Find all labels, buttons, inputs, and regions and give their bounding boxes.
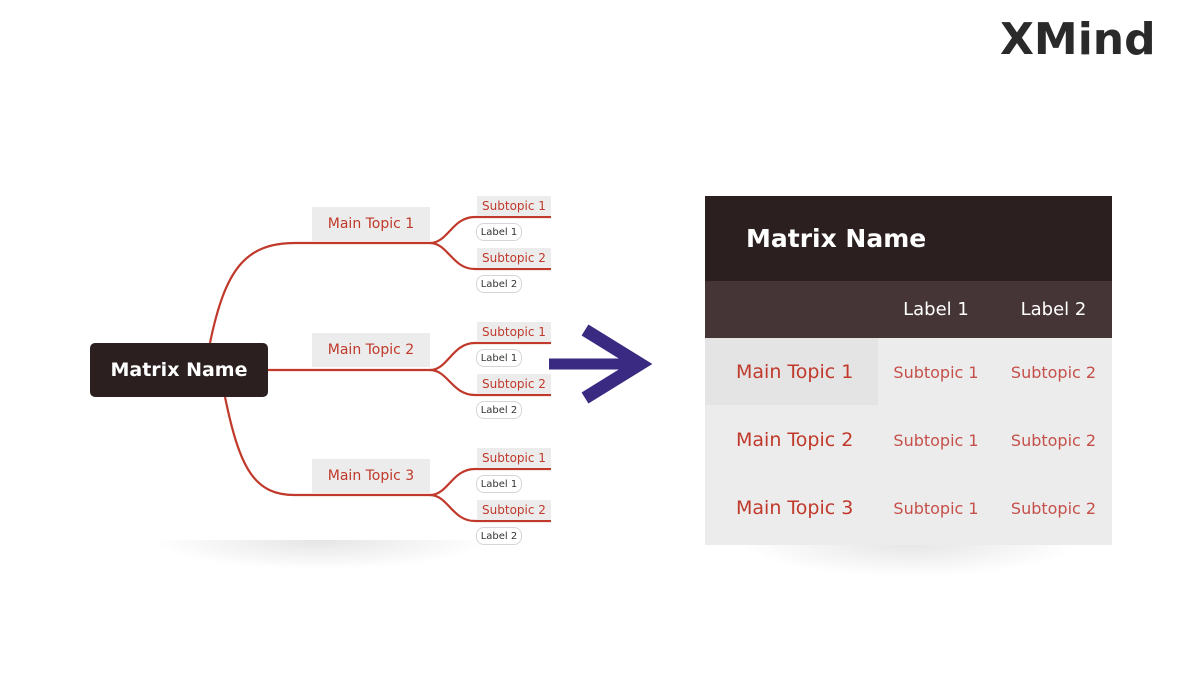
subtopic-1-1[interactable]: Subtopic 1 (477, 196, 551, 216)
branch-line-sub-2-2 (429, 368, 551, 397)
matrix-title[interactable]: Matrix Name (705, 196, 1112, 281)
matrix-cell-2-1[interactable]: Subtopic 1 (893, 430, 979, 450)
label-chip-1-2: Label 2 (476, 275, 522, 293)
main-topic-1[interactable]: Main Topic 1 (312, 207, 430, 241)
matrix-row-topic-3[interactable]: Main Topic 3 (736, 497, 854, 519)
subtopic-3-1[interactable]: Subtopic 1 (477, 448, 551, 468)
label-chip-3-1: Label 1 (476, 475, 522, 493)
mindmap-shadow (150, 540, 490, 570)
matrix-cell-1-1[interactable]: Subtopic 1 (893, 362, 979, 382)
branch-line-sub-2-1 (429, 341, 551, 372)
branch-line-topic-1 (208, 241, 312, 344)
xmind-logo: XMind (1000, 14, 1156, 65)
matrix-cell-2-2[interactable]: Subtopic 2 (1010, 430, 1097, 450)
matrix-header-row: Label 1 Label 2 (705, 281, 1112, 338)
matrix-row-topic-2[interactable]: Main Topic 2 (736, 429, 854, 451)
branch-line-sub-3-2 (429, 493, 551, 523)
label-chip-1-1: Label 1 (476, 223, 522, 241)
label-chip-3-2: Label 2 (476, 527, 522, 545)
main-topic-2[interactable]: Main Topic 2 (312, 333, 430, 367)
subtopic-2-1[interactable]: Subtopic 1 (477, 322, 551, 342)
matrix-row-topic-1[interactable]: Main Topic 1 (736, 361, 854, 383)
matrix-column-label-1[interactable]: Label 1 (903, 299, 969, 320)
branch-line-sub-3-1 (429, 467, 551, 497)
matrix-shadow (740, 543, 1080, 577)
branch-line-topic-3 (223, 396, 312, 497)
subtopic-2-2[interactable]: Subtopic 2 (477, 374, 551, 394)
subtopic-1-2[interactable]: Subtopic 2 (477, 248, 551, 268)
matrix-cell-3-1[interactable]: Subtopic 1 (893, 498, 979, 518)
matrix-cell-1-2[interactable]: Subtopic 2 (1010, 362, 1097, 382)
main-topic-3[interactable]: Main Topic 3 (312, 459, 430, 493)
matrix-body: Main Topic 1 Subtopic 1 Subtopic 2 Main … (705, 338, 1112, 545)
matrix-table: Matrix Name Label 1 Label 2 Main Topic 1… (705, 196, 1112, 545)
branch-line-sub-1-2 (429, 241, 551, 271)
branch-line-sub-1-1 (429, 215, 551, 245)
subtopic-3-2[interactable]: Subtopic 2 (477, 500, 551, 520)
conversion-arrow-icon (549, 324, 653, 404)
root-topic[interactable]: Matrix Name (90, 343, 268, 397)
matrix-column-label-2[interactable]: Label 2 (1020, 299, 1087, 320)
label-chip-2-2: Label 2 (476, 401, 522, 419)
label-chip-2-1: Label 1 (476, 349, 522, 367)
matrix-row-highlight (705, 338, 878, 405)
matrix-cell-3-2[interactable]: Subtopic 2 (1010, 498, 1097, 518)
